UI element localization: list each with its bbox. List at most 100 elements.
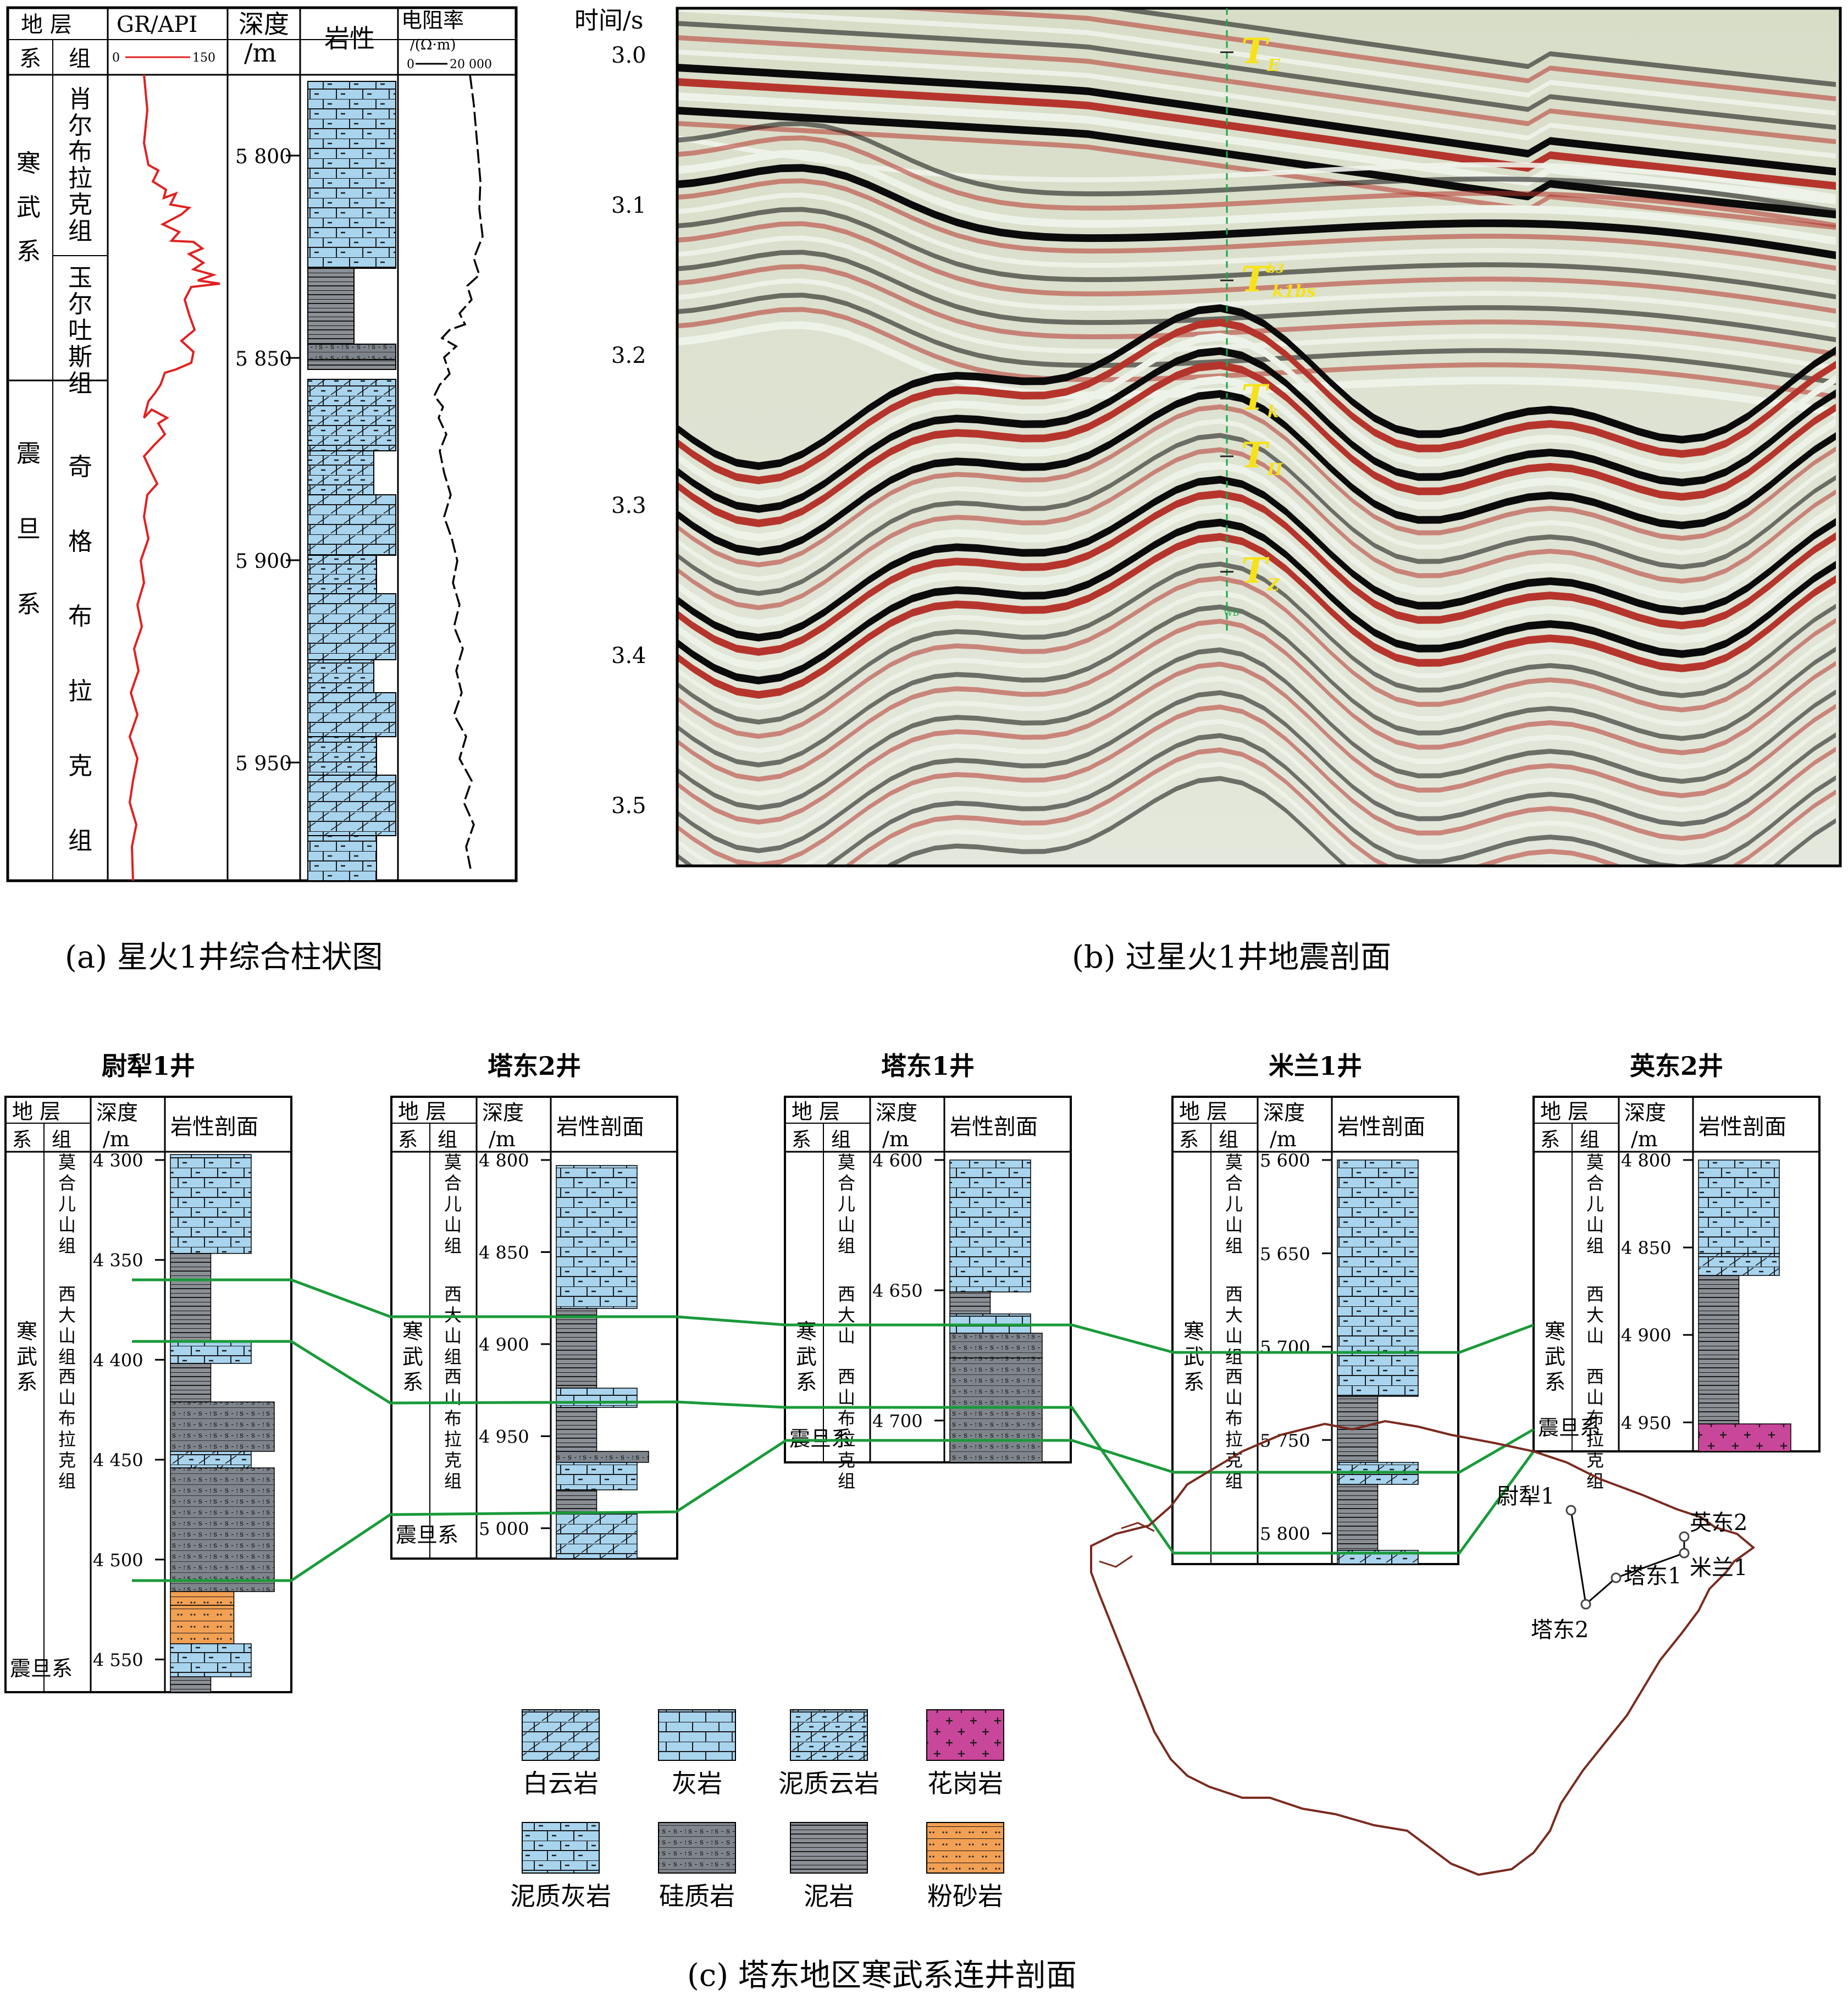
hdr-res-max: 20 000 xyxy=(450,58,492,71)
litho-layer xyxy=(1337,1396,1379,1463)
legend-item: 灰岩 xyxy=(658,1709,736,1798)
litho-layer xyxy=(170,1154,252,1254)
seis-axis-title: 时间/s xyxy=(574,7,643,35)
reflector-band xyxy=(677,78,1836,190)
time-tick-label: 3.0 xyxy=(611,43,646,68)
litho-chert-thin xyxy=(307,344,396,360)
reflector-band xyxy=(677,590,1836,753)
reflector-band xyxy=(677,647,1836,810)
depth-tick-label: 4 950 xyxy=(479,1426,529,1447)
svg-text:组: 组 xyxy=(438,1129,457,1151)
litho-layer xyxy=(1698,1159,1780,1254)
system-label: 震旦系 xyxy=(10,1656,73,1681)
hdr-resistivity: 电阻率 xyxy=(401,8,464,32)
reflector-band xyxy=(677,135,1836,200)
legend-swatch xyxy=(926,1709,1004,1761)
litho-layer xyxy=(170,1676,212,1693)
legend-item: 白云岩 xyxy=(522,1709,600,1798)
resistivity-curve xyxy=(433,74,484,869)
depth-tick-label: 4 500 xyxy=(93,1550,143,1571)
horizon-label: TE xyxy=(1241,31,1281,75)
reflector-band xyxy=(677,120,1836,230)
depth-tick-label: 5 800 xyxy=(235,146,292,168)
system-label: 寒武系 xyxy=(796,1319,817,1394)
map-well-marker xyxy=(1611,1572,1622,1583)
litho-layer xyxy=(556,1451,649,1463)
correlation-line xyxy=(132,1278,1534,1354)
hdr-system: 系 xyxy=(19,46,41,71)
correlation-line xyxy=(132,1340,1535,1555)
correlation-line xyxy=(132,1428,1535,1582)
well-name: 塔东2井 xyxy=(488,1051,581,1081)
depth-tick-label: 4 300 xyxy=(93,1150,143,1171)
formation-label: 西山布拉克组 xyxy=(58,1366,76,1492)
legend-swatch xyxy=(522,1822,600,1874)
reflector-band xyxy=(677,704,1836,866)
svg-text:深度: 深度 xyxy=(482,1101,524,1125)
reflector-band xyxy=(871,8,1836,102)
litho-layer xyxy=(949,1333,1043,1358)
litho-layer xyxy=(949,1291,991,1314)
reflector-band xyxy=(677,490,1836,656)
hdr-depth: 深度 xyxy=(239,9,289,39)
legend-item: 花岗岩 xyxy=(926,1709,1004,1798)
hdr-gr: GR/API xyxy=(117,12,197,37)
hdr-res-unit: /(Ω·m) xyxy=(410,37,456,53)
reflector-band xyxy=(677,92,1836,205)
litho-layer xyxy=(556,1462,638,1490)
system-label: 寒武系 xyxy=(16,1319,37,1394)
reflector-band xyxy=(677,518,1836,684)
legend-label: 白云岩 xyxy=(523,1769,599,1798)
svg-text:组: 组 xyxy=(1219,1129,1238,1151)
hdr-depth-unit: /m xyxy=(244,38,276,68)
litho-layer xyxy=(1698,1253,1780,1276)
system-label: 寒武系 xyxy=(1545,1319,1565,1394)
litho-layer xyxy=(170,1253,212,1342)
svg-text:系: 系 xyxy=(12,1129,32,1151)
formation-label: 西大山 xyxy=(838,1284,855,1346)
litho-layer xyxy=(1337,1484,1379,1551)
map-well-label: 塔东1 xyxy=(1624,1564,1681,1589)
reflector-band xyxy=(677,63,1836,176)
depth-tick-label: 4 400 xyxy=(93,1350,143,1371)
svg-text:深度: 深度 xyxy=(876,1101,917,1125)
reflector-band xyxy=(677,576,1836,739)
depth-tick-label: 4 700 xyxy=(872,1411,923,1432)
reflector-band xyxy=(677,447,1836,610)
svg-text:岩性剖面: 岩性剖面 xyxy=(556,1114,644,1140)
litho-dolomite-7 xyxy=(307,692,396,737)
legend-item: 粉砂岩 xyxy=(926,1822,1004,1911)
depth-tick-label: 4 950 xyxy=(1621,1412,1672,1433)
svg-text:岩性剖面: 岩性剖面 xyxy=(950,1114,1038,1140)
depth-tick-label: 5 800 xyxy=(1260,1523,1310,1544)
well-name: 英东2井 xyxy=(1630,1051,1723,1081)
depth-tick-label: 4 800 xyxy=(479,1150,529,1171)
litho-layer xyxy=(556,1407,597,1452)
legend-label: 花岗岩 xyxy=(927,1769,1003,1798)
legend-swatch xyxy=(790,1822,868,1874)
reflector-band xyxy=(1100,8,1836,87)
reflector-band xyxy=(677,633,1836,796)
caption-a: (a) 星火1井综合柱状图 xyxy=(65,940,383,975)
reflector-band xyxy=(677,561,1836,725)
reflector-band xyxy=(677,476,1836,642)
reflector-band xyxy=(677,604,1836,767)
label-fm-xiaoerbulake: 肖尔布拉克组 xyxy=(68,85,92,245)
formation-label: 莫合儿山组 xyxy=(1225,1152,1243,1256)
formation-label: 莫合儿山组 xyxy=(58,1152,76,1256)
reflector-band xyxy=(677,433,1836,596)
hdr-res-min: 0 xyxy=(407,58,414,71)
gr-curve xyxy=(128,74,220,881)
hdr-gr-min: 0 xyxy=(112,51,120,65)
lithology-legend: 白云岩灰岩泥质云岩花岗岩泥质灰岩硅质岩泥岩粉砂岩 xyxy=(510,1709,1004,1911)
svg-text:组: 组 xyxy=(831,1129,851,1151)
panel-a-column: 地 层 系 组 GR/API 0 150 深度 /m 岩性 电阻率 /(Ω·m)… xyxy=(6,6,518,882)
basin-outline xyxy=(1090,1419,1756,1876)
litho-dolomite-9 xyxy=(307,775,396,836)
